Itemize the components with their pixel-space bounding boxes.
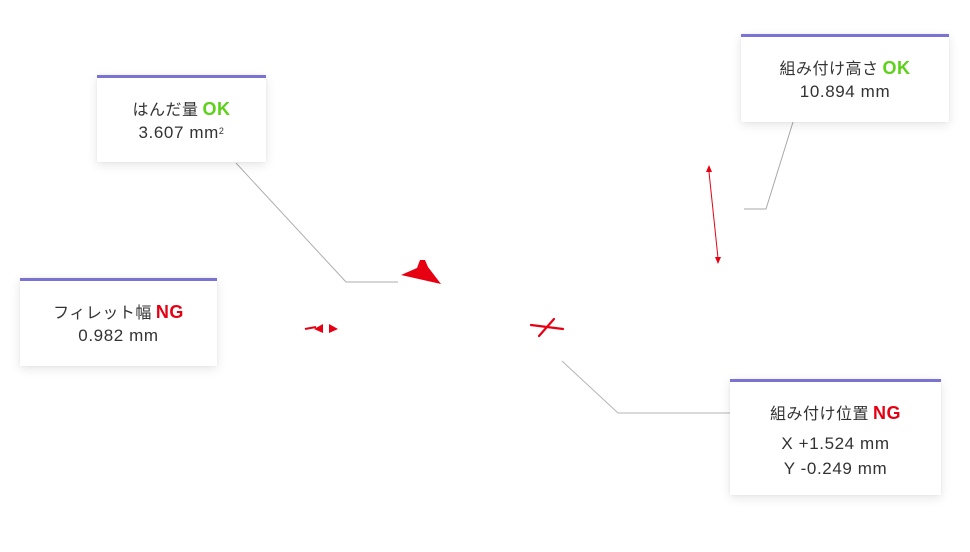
unit-superscript: 2 <box>218 126 225 136</box>
measurement-value-x: X +1.524 mm <box>781 434 890 453</box>
measurement-values: X +1.524 mm Y -0.249 mm <box>730 431 941 481</box>
leader-line-mount-height <box>744 121 794 210</box>
leader-line-solder-volume <box>235 162 398 283</box>
leader-line-mount-position <box>561 360 730 414</box>
measurement-value: 10.894 mm <box>799 82 891 101</box>
status-badge-ng: NG <box>873 403 901 423</box>
status-badge-ng: NG <box>155 302 184 322</box>
horizontal-double-arrow-icon <box>304 324 338 333</box>
measurement-label: 組み付け高さ <box>779 59 879 78</box>
measurement-label: 組み付け位置 <box>769 404 869 423</box>
measurement-value: 0.982 mm <box>78 326 159 345</box>
status-badge-ok: OK <box>882 58 911 78</box>
solder-fillet-marker-icon <box>401 260 441 284</box>
measurement-label: はんだ量 <box>132 100 199 119</box>
status-badge-ok: OK <box>202 99 231 119</box>
value-text: 3.607 mm <box>138 123 219 142</box>
measurement-value-y: Y -0.249 mm <box>783 459 888 478</box>
vertical-double-arrow-icon <box>706 165 721 264</box>
measurement-label: フィレット幅 <box>53 303 152 322</box>
measurement-value: 3.607 mm2 <box>97 121 266 145</box>
cross-marker-icon <box>529 317 565 338</box>
